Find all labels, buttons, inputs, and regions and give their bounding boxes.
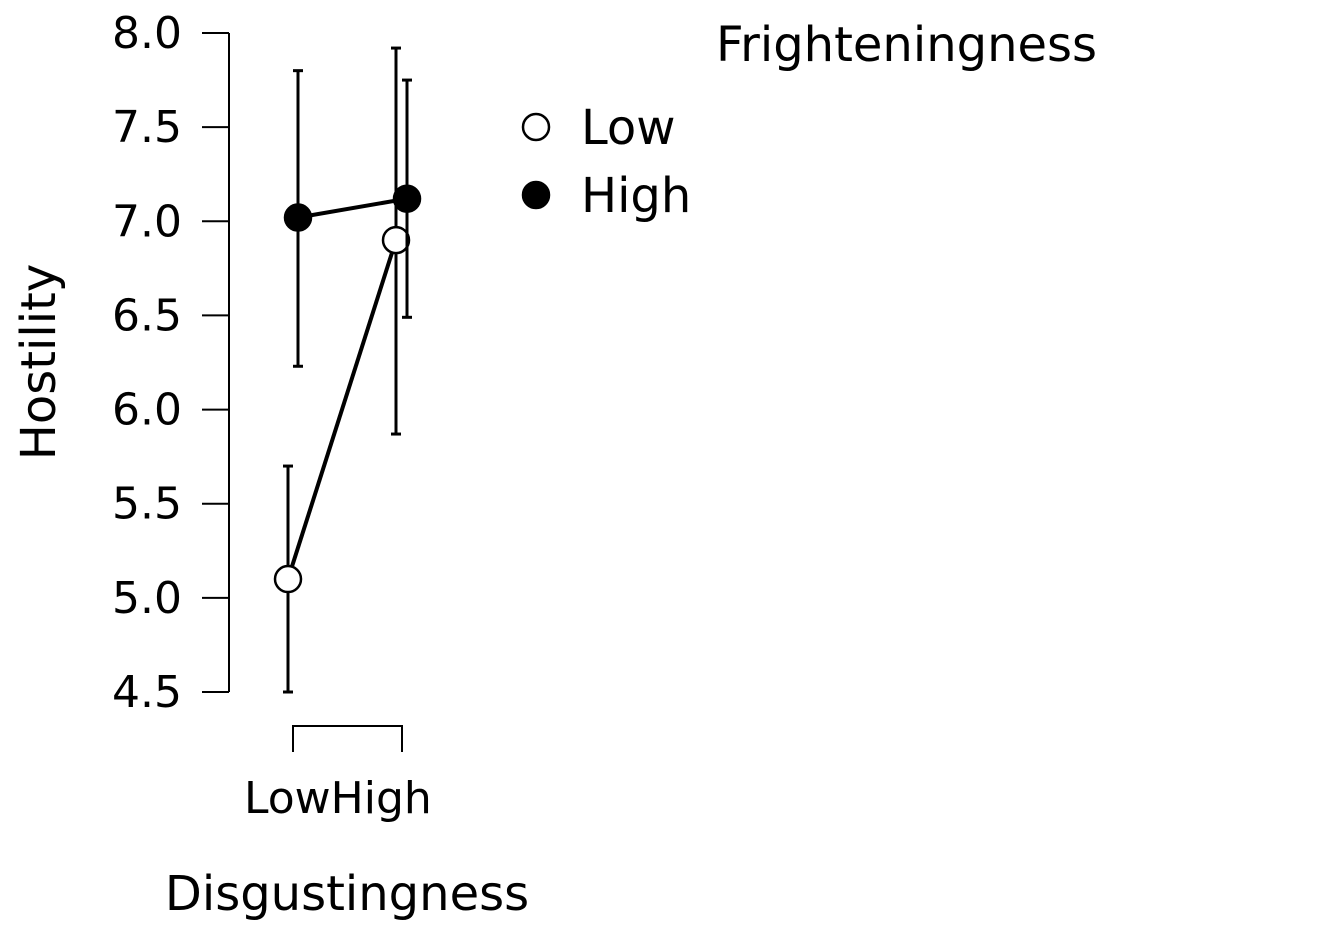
- data-point: [283, 203, 313, 232]
- series-line: [286, 239, 398, 580]
- series-high: [283, 69, 422, 368]
- series-line: [297, 196, 408, 220]
- data-point: [273, 564, 303, 594]
- legend-title: Frighteningness: [716, 17, 1097, 73]
- y-tick-label: 5.5: [112, 479, 182, 530]
- y-tick-label: 6.0: [112, 385, 182, 436]
- legend-marker: [521, 180, 551, 210]
- x-tick-label: Low: [244, 773, 331, 824]
- y-axis: 4.5 5.0 5.5 6.0 6.5 7.0 7.5 8.0: [112, 8, 230, 718]
- legend: Frighteningness LowHigh: [521, 17, 1097, 224]
- series-low: [273, 46, 411, 694]
- y-tick-label: 4.5: [112, 667, 182, 718]
- y-tick-label: 7.5: [112, 102, 182, 153]
- series-group: [273, 46, 422, 694]
- y-axis-title: Hostility: [11, 264, 67, 461]
- legend-marker: [521, 112, 551, 142]
- data-point: [381, 225, 411, 255]
- data-point: [392, 184, 422, 213]
- x-axis-title: Disgustingness: [165, 866, 529, 922]
- legend-label: High: [581, 168, 691, 224]
- y-tick-label: 8.0: [112, 8, 182, 59]
- x-tick-label: High: [331, 773, 432, 824]
- x-tick-labels: LowHigh: [244, 773, 432, 824]
- legend-label: Low: [581, 100, 676, 156]
- y-tick-label: 7.0: [112, 196, 182, 247]
- y-tick-label: 6.5: [112, 290, 182, 341]
- y-tick-label: 5.0: [112, 573, 182, 624]
- x-axis: LowHigh: [244, 725, 432, 824]
- x-axis-line: [292, 725, 403, 752]
